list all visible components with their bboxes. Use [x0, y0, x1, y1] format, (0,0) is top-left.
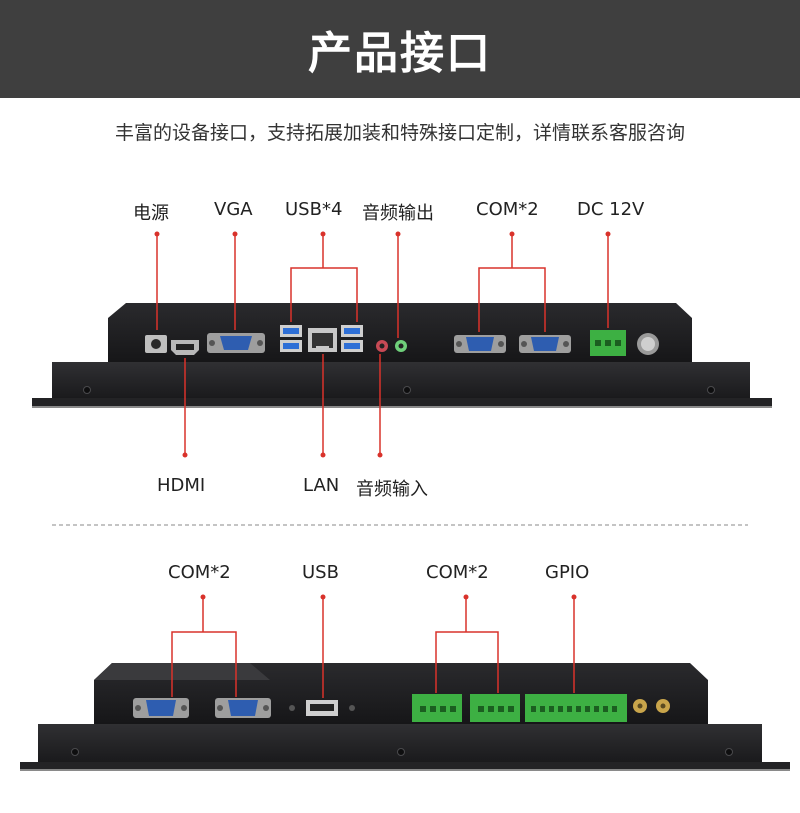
label-vga: VGA [214, 199, 253, 220]
screw-icon [403, 386, 411, 394]
com-terminal-icon [412, 694, 462, 722]
vga-port-icon [207, 333, 265, 353]
label-com2-right: COM*2 [426, 562, 489, 583]
com-port-icon [215, 698, 271, 718]
usb-port-icon [289, 700, 355, 716]
header-banner: 产品接口 [0, 0, 800, 98]
hdmi-port-icon [171, 340, 199, 355]
lan-port-icon [308, 328, 337, 352]
label-audio-out: 音频输出 [362, 203, 434, 224]
label-hdmi: HDMI [157, 475, 206, 496]
screw-icon [725, 748, 733, 756]
label-gpio: GPIO [545, 562, 590, 583]
label-com2-left: COM*2 [168, 562, 231, 583]
label-power: 电源 [133, 203, 169, 224]
bottom-callout-lines [171, 597, 575, 698]
top-callout-dots [154, 231, 611, 458]
label-audio-in: 音频输入 [356, 479, 428, 500]
usb-ports-icon [280, 325, 363, 352]
antenna-connector-icon [656, 699, 670, 713]
label-lan: LAN [303, 475, 340, 496]
top-io-panel [32, 303, 772, 408]
label-com2-top: COM*2 [476, 199, 539, 220]
screw-icon [83, 386, 91, 394]
label-usb: USB [302, 562, 339, 583]
top-callout-lines [156, 234, 609, 455]
screw-icon [71, 748, 79, 756]
dc-jack-icon [145, 335, 167, 353]
com-terminal-icon [470, 694, 520, 722]
antenna-connector-icon [633, 699, 647, 713]
subtitle: 丰富的设备接口，支持拓展加装和特殊接口定制，详情联系客服咨询 [114, 122, 685, 144]
label-dc12v: DC 12V [577, 199, 645, 220]
screw-icon [397, 748, 405, 756]
label-usb4: USB*4 [285, 199, 343, 220]
bottom-io-panel [20, 663, 790, 771]
gpio-terminal-icon [525, 694, 627, 722]
com-port-icon [133, 698, 189, 718]
com-port-icon [454, 335, 506, 353]
com-port-icon [519, 335, 571, 353]
bottom-callout-dots [200, 594, 577, 600]
dc-terminal-icon [590, 330, 626, 356]
page-title: 产品接口 [308, 28, 492, 79]
screw-icon [707, 386, 715, 394]
